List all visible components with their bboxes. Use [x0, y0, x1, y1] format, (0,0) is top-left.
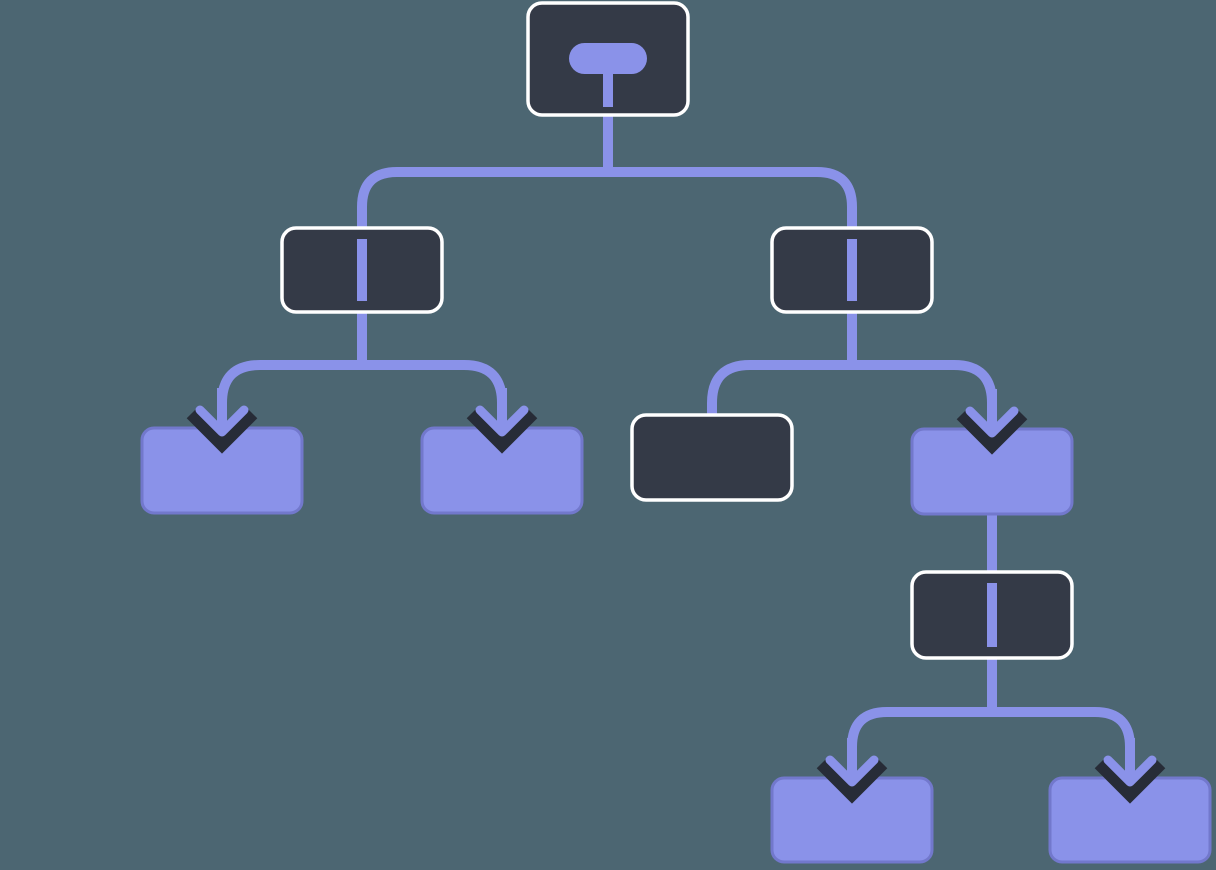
- drop-arrow-chevron: [186, 407, 258, 454]
- drop-arrow-chevron: [956, 408, 1028, 455]
- dark-leaf-node-box[interactable]: [630, 413, 794, 502]
- dark-leaf-node[interactable]: [630, 413, 794, 502]
- root-pill-icon: [569, 43, 647, 107]
- drop-arrow-icon: [186, 388, 258, 454]
- drop-arrow-icon: [466, 388, 538, 454]
- drop-arrows-layer: [186, 388, 1166, 804]
- drop-arrow-chevron: [466, 407, 538, 454]
- left-branch-node[interactable]: [280, 226, 444, 314]
- mid-branch-node[interactable]: [910, 570, 1074, 660]
- drop-arrow-head: [195, 405, 249, 437]
- drop-arrow-chevron: [1094, 757, 1166, 804]
- drop-arrow-chevron: [816, 757, 888, 804]
- drop-arrow-head: [475, 405, 529, 437]
- drop-arrow-head: [825, 755, 879, 787]
- drop-arrow-head: [1103, 755, 1157, 787]
- nodes-layer: [140, 1, 1212, 864]
- connector-root-to-branches: [357, 110, 857, 233]
- right-branch-node[interactable]: [770, 226, 934, 314]
- drop-arrow-icon: [816, 738, 888, 804]
- root-node[interactable]: [526, 1, 690, 117]
- drop-arrow-head: [965, 406, 1019, 438]
- drop-arrow-icon: [1094, 738, 1166, 804]
- pill-shape: [569, 43, 647, 74]
- drop-arrow-icon: [956, 389, 1028, 455]
- connector-mid-branch-to-leaves: [847, 653, 1135, 787]
- connector-left-branch-to-leaves: [217, 307, 507, 437]
